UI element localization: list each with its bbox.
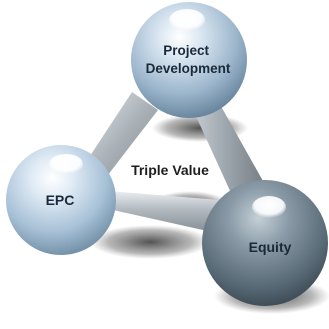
label-epc: EPC [46, 192, 75, 208]
connector-epc-project [86, 92, 158, 180]
connector-project-equity [190, 92, 268, 204]
node-epc: EPC [6, 145, 116, 255]
label-project-development: Project Development [146, 43, 231, 76]
shadow-epc [90, 225, 210, 259]
label-project-development-line1: Project [163, 43, 209, 58]
highlight-equity [252, 196, 286, 218]
sphere-equity [202, 180, 328, 306]
sphere-project-development [131, 2, 247, 118]
node-project-development: Project Development [131, 2, 247, 118]
highlight-project-development [169, 9, 205, 31]
label-project-development-line2: Development [146, 61, 231, 76]
label-equity: Equity [249, 239, 292, 255]
highlight-epc [49, 154, 83, 174]
sphere-epc [6, 145, 116, 255]
connector-epc-equity [96, 190, 220, 232]
node-equity: Equity [202, 180, 328, 306]
center-label: Triple Value [131, 162, 209, 178]
